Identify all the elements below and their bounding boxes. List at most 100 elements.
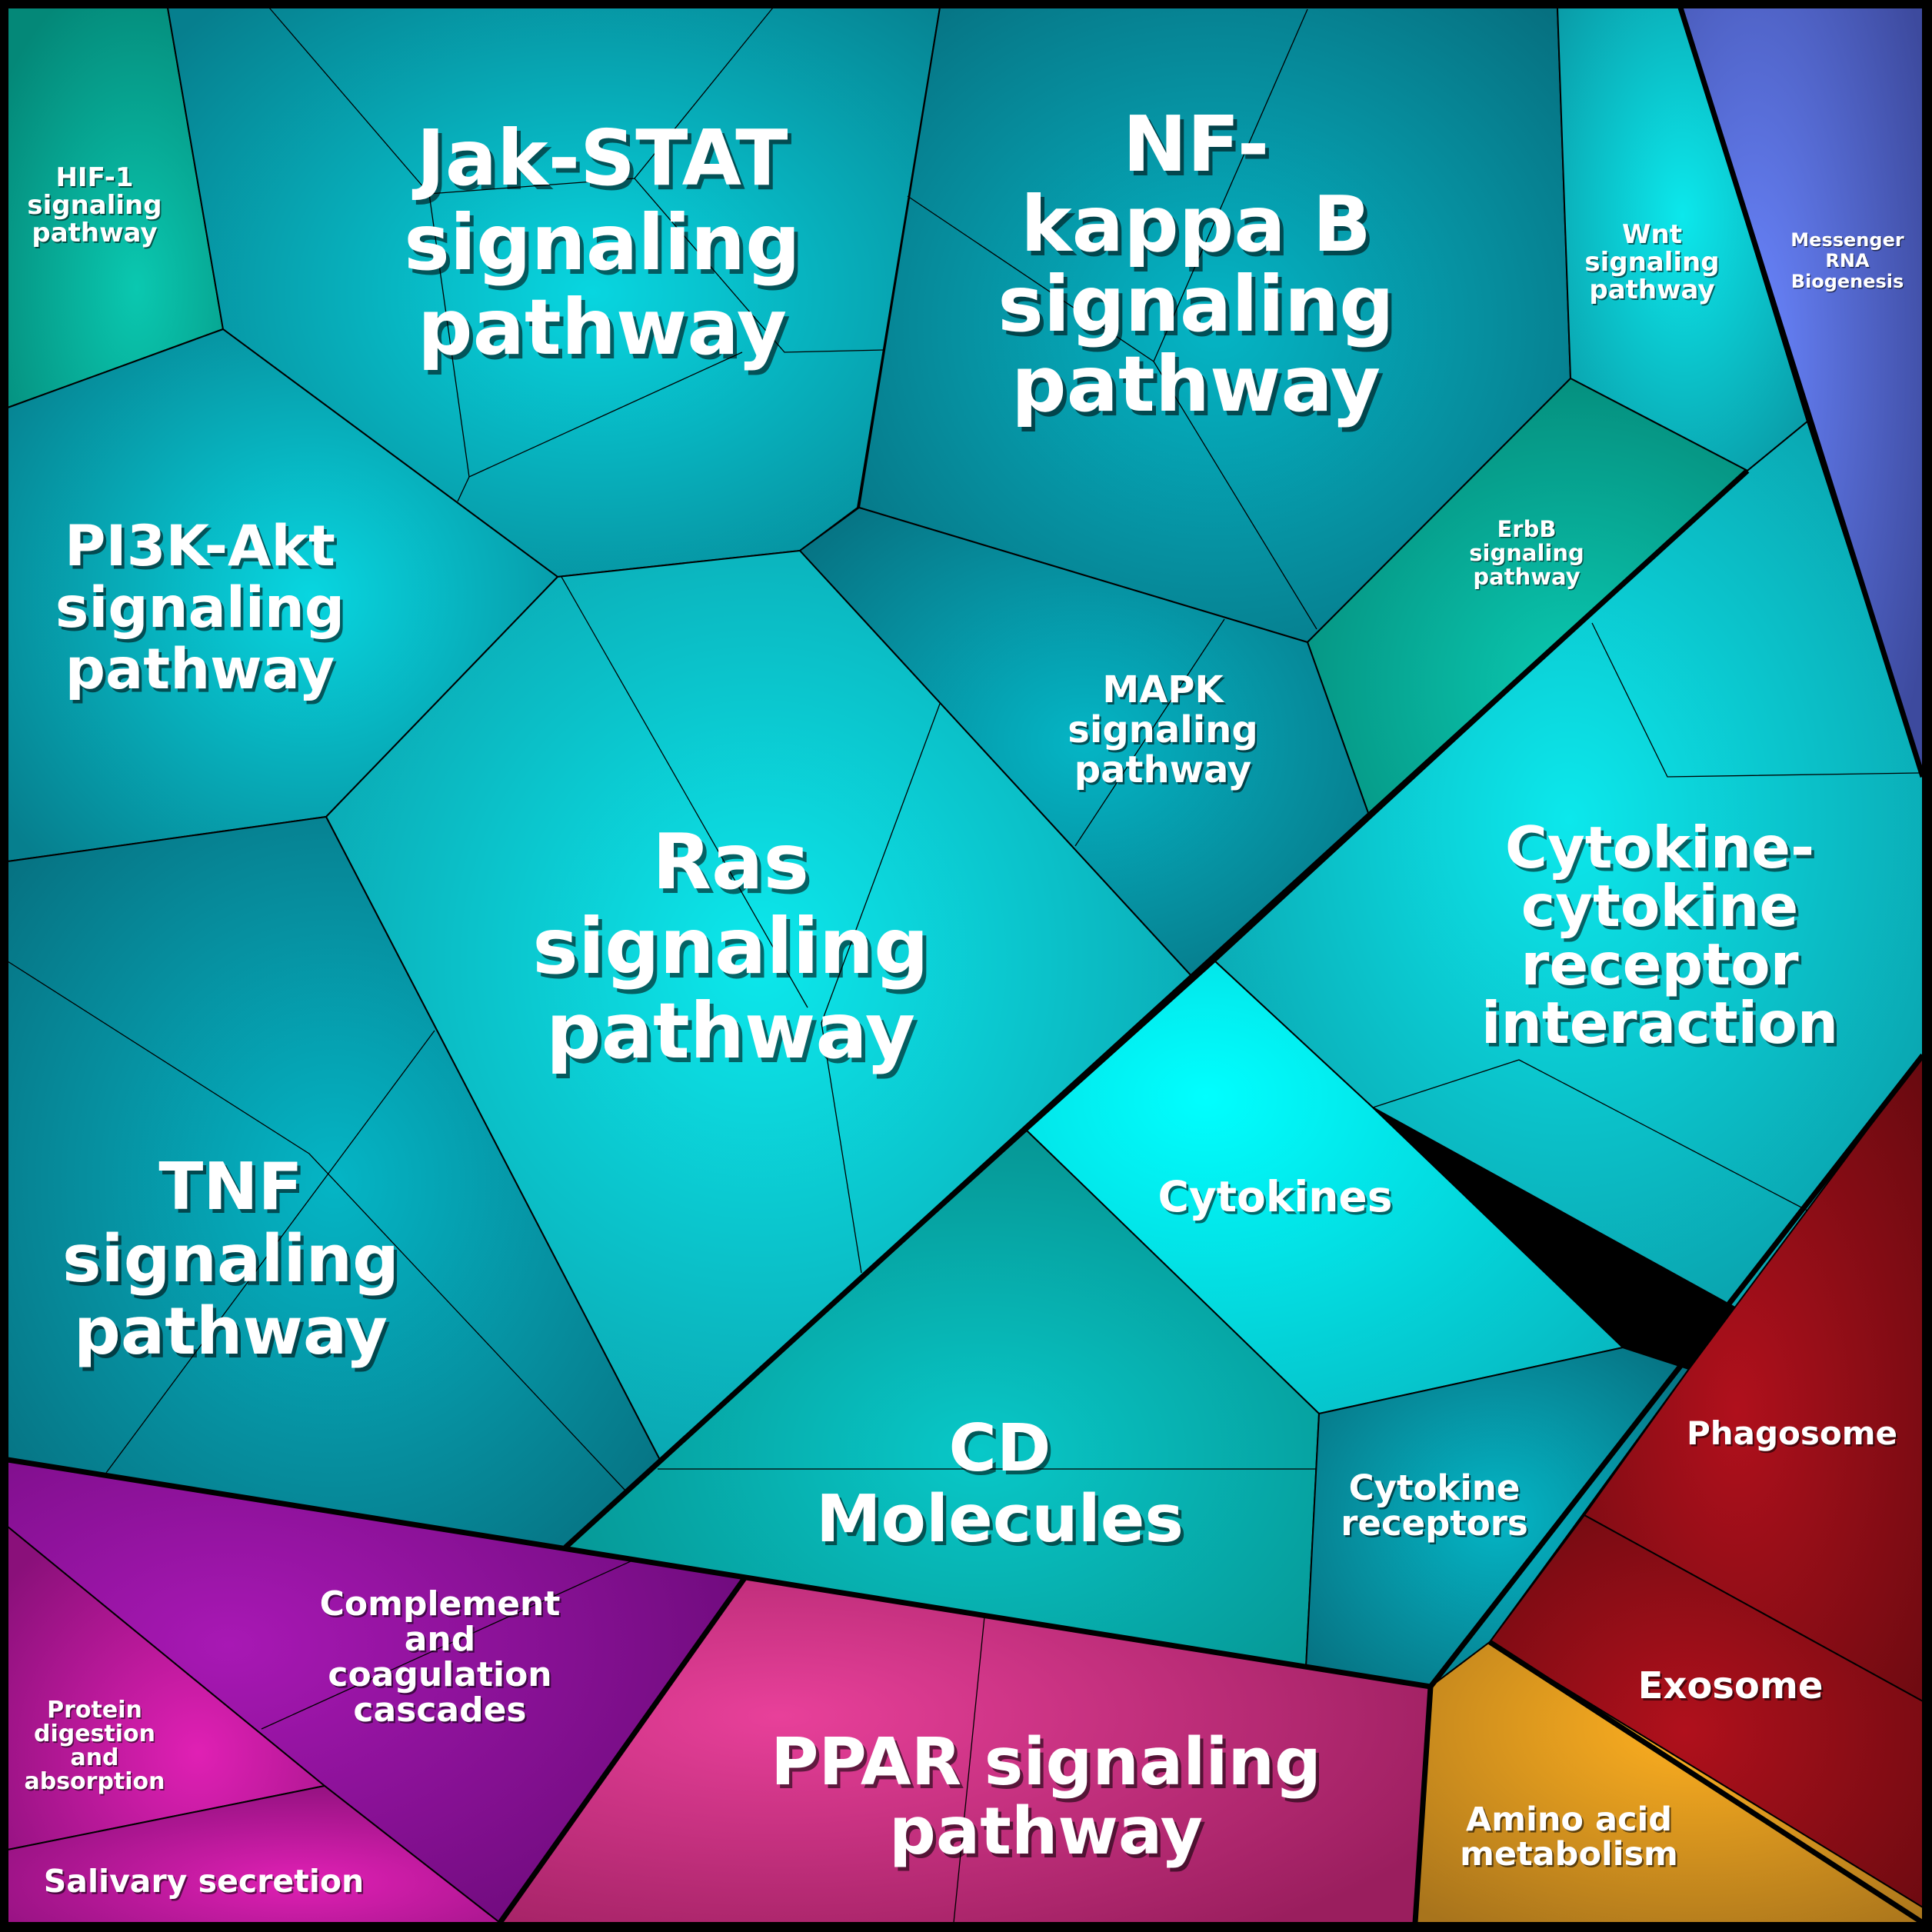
label-pi3k: signaling xyxy=(55,575,345,641)
label-ras: Ras xyxy=(652,817,809,907)
label-cd: Molecules xyxy=(816,1481,1184,1557)
label-shadow: pathway xyxy=(1076,751,1253,794)
label-shadow: interaction xyxy=(1484,993,1841,1061)
label-shadow: pathway xyxy=(1591,276,1716,307)
label-shadow: TNF xyxy=(162,1153,306,1229)
label-shadow: signaling xyxy=(65,1225,402,1301)
group-boundaries xyxy=(7,6,1926,1925)
label-jakstat: signaling xyxy=(404,198,800,288)
label-shadow: Ras xyxy=(656,821,813,911)
label-mapk: signaling xyxy=(1068,708,1257,751)
label-amino: metabolism xyxy=(1460,1835,1678,1874)
label-shadow: cascades xyxy=(355,1693,528,1732)
label-mrna: Messenger xyxy=(1790,229,1904,251)
label-nfkb: signaling xyxy=(998,259,1394,349)
label-shadow: pathway xyxy=(68,640,337,705)
label-protein-digestion: digestion xyxy=(34,1720,155,1747)
label-mapk: MAPK xyxy=(1102,668,1224,711)
label-shadow: signaling xyxy=(28,192,163,222)
label-wnt: signaling xyxy=(1584,247,1719,278)
label-shadow: MAPK xyxy=(1104,671,1227,714)
label-shadow: Cytokine- xyxy=(1508,818,1817,885)
label-shadow: Complement xyxy=(321,1587,562,1626)
label-pi3k: PI3K-Akt xyxy=(65,514,335,579)
digestion-region xyxy=(7,1458,746,1924)
label-cytokine-receptor-interaction: Cytokine- xyxy=(1505,814,1814,881)
label-ppar: PPAR signaling xyxy=(771,1724,1321,1800)
label-shadow: pathway xyxy=(1015,344,1384,434)
cellular-region xyxy=(1488,1052,1924,1909)
label-shadow: Messenger xyxy=(1792,230,1906,251)
label-cytokine-receptors: receptors xyxy=(1341,1503,1528,1544)
label-complement: coagulation xyxy=(328,1655,551,1694)
label-shadow: Biogenesis xyxy=(1792,271,1905,293)
label-nfkb: NF- xyxy=(1123,99,1269,189)
label-protein-digestion: Protein xyxy=(47,1697,142,1724)
label-cytokines: Cytokines xyxy=(1158,1172,1393,1221)
label-shadow: pathway xyxy=(421,287,791,377)
label-hif1: pathway xyxy=(32,218,157,248)
label-shadow: signaling xyxy=(408,202,804,292)
label-tnf: pathway xyxy=(74,1294,388,1370)
label-shadow: signaling xyxy=(1001,264,1397,354)
label-mrna: Biogenesis xyxy=(1791,271,1904,292)
label-phagosome: Phagosome xyxy=(1687,1414,1897,1452)
label-erbb: ErbB xyxy=(1497,516,1557,542)
label-shadow: signaling xyxy=(1070,711,1260,754)
label-ras: pathway xyxy=(546,986,915,1076)
label-complement: cascades xyxy=(353,1690,526,1730)
label-shadow: cytokine xyxy=(1524,876,1801,944)
label-cytokine-receptors: Cytokine xyxy=(1349,1467,1521,1508)
label-shadow: Molecules xyxy=(819,1485,1187,1561)
label-wnt: Wnt xyxy=(1622,219,1682,250)
label-shadow: HIF-1 xyxy=(57,164,135,195)
label-nfkb: pathway xyxy=(1011,339,1381,429)
label-shadow: ErbB xyxy=(1498,518,1557,544)
label-complement: Complement xyxy=(320,1584,561,1624)
label-shadow: receptor xyxy=(1524,934,1801,1002)
label-shadow: kappa B xyxy=(1024,184,1375,274)
label-erbb: pathway xyxy=(1473,564,1580,590)
label-shadow: metabolism xyxy=(1461,1837,1680,1876)
label-shadow: Amino acid xyxy=(1467,1803,1674,1841)
label-shadow: Cytokines xyxy=(1160,1174,1394,1224)
label-shadow: Jak-STAT xyxy=(415,118,791,208)
label-shadow: and xyxy=(72,1746,120,1773)
label-mapk: pathway xyxy=(1074,748,1251,791)
label-shadow: signaling xyxy=(1586,248,1720,279)
label-shadow: signaling xyxy=(1471,541,1585,568)
label-protein-digestion: absorption xyxy=(24,1768,165,1795)
label-wnt: pathway xyxy=(1589,275,1714,305)
label-shadow: Cytokine xyxy=(1351,1470,1522,1511)
label-tnf: signaling xyxy=(62,1221,399,1297)
label-shadow: Wnt xyxy=(1624,221,1684,251)
label-shadow: digestion xyxy=(35,1722,156,1749)
label-shadow: pathway xyxy=(77,1297,391,1374)
label-shadow: pathway xyxy=(892,1797,1206,1874)
label-shadow: coagulation xyxy=(330,1657,554,1697)
label-ras: signaling xyxy=(532,901,928,991)
label-shadow: CD xyxy=(952,1414,1054,1491)
label-shadow: Protein xyxy=(48,1698,144,1725)
label-tnf: TNF xyxy=(158,1149,302,1225)
label-shadow: receptors xyxy=(1342,1505,1530,1546)
label-shadow: PI3K-Akt xyxy=(68,517,338,582)
label-shadow: and xyxy=(406,1622,478,1661)
label-shadow: Phagosome xyxy=(1688,1417,1899,1454)
label-hif1: HIF-1 xyxy=(55,162,133,193)
label-shadow: absorption xyxy=(25,1770,166,1797)
label-amino: Amino acid xyxy=(1466,1800,1672,1839)
label-shadow: signaling xyxy=(536,906,932,996)
label-shadow: PPAR signaling xyxy=(774,1728,1324,1804)
label-protein-digestion: and xyxy=(70,1744,118,1771)
label-hif1: signaling xyxy=(27,190,162,221)
label-cytokine-receptor-interaction: interaction xyxy=(1481,989,1838,1057)
label-shadow: Salivary secretion xyxy=(45,1864,365,1901)
label-shadow: signaling xyxy=(58,578,348,644)
label-shadow: pathway xyxy=(33,219,158,250)
label-nfkb: kappa B xyxy=(1021,179,1371,269)
label-cd: CD xyxy=(949,1411,1051,1487)
subdivision-lines xyxy=(7,7,1920,1493)
cell-amino-acid[interactable] xyxy=(1414,1641,1924,1924)
